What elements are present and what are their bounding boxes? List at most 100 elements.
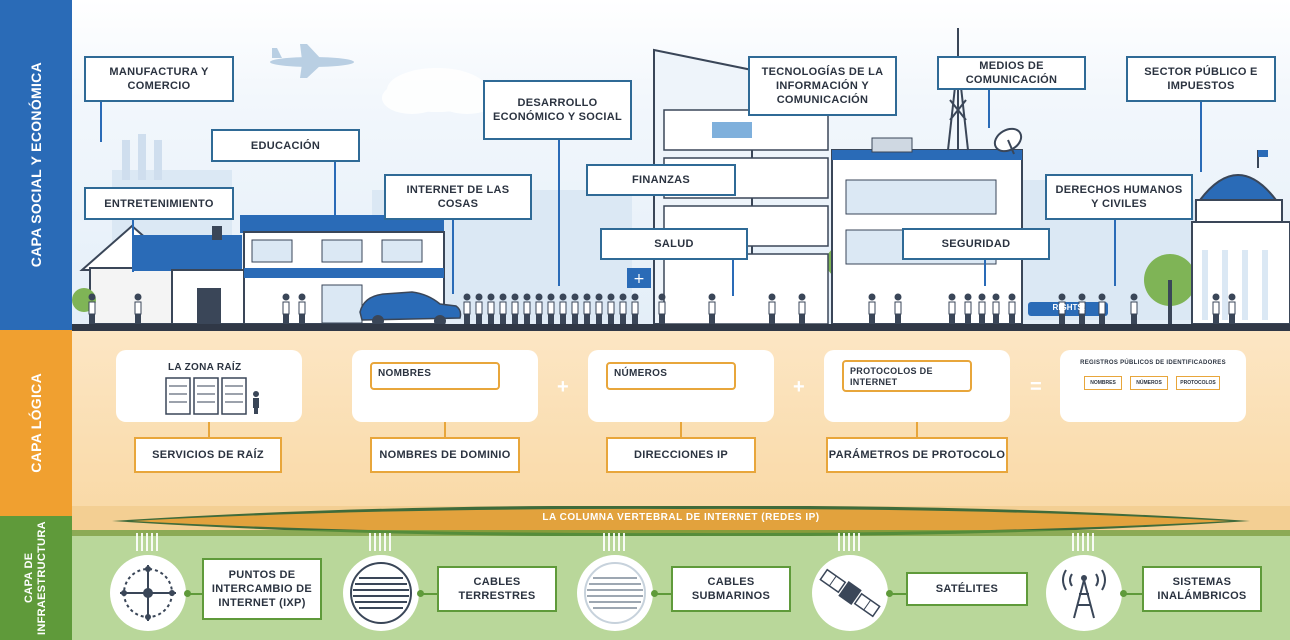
- link-submarinos: [653, 593, 671, 595]
- submarine-cable-circle: [577, 555, 653, 631]
- cable-drop-1: [136, 533, 160, 551]
- person-figure: [948, 293, 956, 324]
- link-satelites: [888, 593, 906, 595]
- dot-submarinos: [651, 590, 658, 597]
- registries-title: REGISTROS PÚBLICOS DE IDENTIFICADORES: [1080, 360, 1226, 366]
- label-medios: MEDIOS DE COMUNICACIÓN: [937, 56, 1086, 90]
- leader-educacion: [334, 162, 336, 224]
- plus-operator-2: +: [793, 376, 805, 398]
- dot-inalambricos: [1120, 590, 1127, 597]
- person-figure: [499, 293, 507, 324]
- logic-layer-title: CAPA LÓGICA: [27, 373, 44, 473]
- names-pill: NOMBRES: [370, 362, 500, 390]
- person-figure: [868, 293, 876, 324]
- person-figure: [1098, 293, 1106, 324]
- social-layer-band: CAPA SOCIAL Y ECONÓMICA: [0, 0, 72, 330]
- person-figure: [559, 293, 567, 324]
- social-layer-title: CAPA SOCIAL Y ECONÓMICA: [27, 62, 44, 268]
- label-derechos: DERECHOS HUMANOS Y CIVILES: [1045, 174, 1193, 220]
- label-tic: TECNOLOGÍAS DE LA INFORMACIÓN Y COMUNICA…: [748, 56, 897, 116]
- person-figure: [523, 293, 531, 324]
- dot-terrestres: [417, 590, 424, 597]
- infra-layer-band: CAPA DE INFRAESTRUCTURA: [0, 516, 72, 640]
- leader-manufactura: [100, 102, 102, 142]
- person-figure: [1228, 293, 1236, 324]
- label-submarinos: CABLES SUBMARINOS: [671, 566, 791, 612]
- person-figure: [1058, 293, 1066, 324]
- airplane-icon: [270, 44, 354, 78]
- cable-drop-5: [1072, 533, 1096, 551]
- label-seguridad: SEGURIDAD: [902, 228, 1050, 260]
- person-figure: [798, 293, 806, 324]
- label-salud: SALUD: [600, 228, 748, 260]
- person-figure: [535, 293, 543, 324]
- person-figure: [475, 293, 483, 324]
- cable-drop-2: [369, 533, 393, 551]
- cable-drop-3: [603, 533, 627, 551]
- label-inalambricos: SISTEMAS INALÁMBRICOS: [1142, 566, 1262, 612]
- backbone-title: LA COLUMNA VERTEBRAL DE INTERNET (REDES …: [542, 512, 820, 523]
- numbers-pill: NÚMEROS: [606, 362, 736, 390]
- label-nombres-dominio: NOMBRES DE DOMINIO: [370, 437, 520, 473]
- person-figure: [894, 293, 902, 324]
- mini-pill-numeros: NÚMEROS: [1130, 376, 1168, 390]
- person-figure: [631, 293, 639, 324]
- person-figure: [708, 293, 716, 324]
- person-figure: [768, 293, 776, 324]
- person-figure: [1130, 293, 1138, 324]
- mini-pill-protocolos: PROTOCOLOS: [1176, 376, 1220, 390]
- label-manufactura: MANUFACTURA Y COMERCIO: [84, 56, 234, 102]
- cable-drop-4: [838, 533, 862, 551]
- infra-layer-title: CAPA DE INFRAESTRUCTURA: [23, 521, 48, 635]
- label-ixp: PUNTOS DE INTERCAMBIO DE INTERNET (IXP): [202, 558, 322, 620]
- connector-protocols: [916, 422, 918, 437]
- logic-layer-band: CAPA LÓGICA: [0, 330, 72, 516]
- link-inalambricos: [1122, 593, 1142, 595]
- person-figure: [88, 293, 96, 324]
- leader-entretenimiento: [132, 220, 134, 272]
- label-servicios-raiz: SERVICIOS DE RAÍZ: [134, 437, 282, 473]
- label-entretenimiento: ENTRETENIMIENTO: [84, 187, 234, 220]
- equals-operator: =: [1030, 376, 1042, 398]
- label-educacion: EDUCACIÓN: [211, 129, 360, 162]
- label-desarrollo: DESARROLLO ECONÓMICO Y SOCIAL: [483, 80, 632, 140]
- rights-banner-text: RIGHTS!: [1052, 303, 1086, 312]
- person-figure: [607, 293, 615, 324]
- person-figure: [1008, 293, 1016, 324]
- leader-iot: [452, 220, 454, 294]
- leader-seguridad: [984, 260, 986, 286]
- person-figure: [571, 293, 579, 324]
- person-figure: [992, 293, 1000, 324]
- label-satelites: SATÉLITES: [906, 572, 1028, 606]
- person-figure: [463, 293, 471, 324]
- label-sector-publico: SECTOR PÚBLICO E IMPUESTOS: [1126, 56, 1276, 102]
- label-terrestres: CABLES TERRESTRES: [437, 566, 557, 612]
- label-direcciones-ip: DIRECCIONES IP: [606, 437, 756, 473]
- person-figure: [1078, 293, 1086, 324]
- dot-satelites: [886, 590, 893, 597]
- dot-ixp: [184, 590, 191, 597]
- person-figure: [134, 293, 142, 324]
- school-building: [240, 215, 445, 325]
- cloud-icon: [382, 68, 497, 114]
- leader-salud: [732, 260, 734, 296]
- label-finanzas: FINANZAS: [586, 164, 736, 196]
- dome-building-icon: [1191, 150, 1290, 325]
- wireless-circle: [1046, 555, 1122, 631]
- link-ixp: [186, 593, 202, 595]
- svg-text:+: +: [633, 271, 645, 287]
- person-figure: [1212, 293, 1220, 324]
- satellite-circle: [812, 555, 888, 631]
- person-figure: [595, 293, 603, 324]
- house-icon: [79, 224, 253, 325]
- person-figure: [619, 293, 627, 324]
- link-terrestres: [419, 593, 437, 595]
- person-figure: [964, 293, 972, 324]
- person-figure: [547, 293, 555, 324]
- leader-desarrollo: [558, 140, 560, 286]
- connector-root: [208, 422, 210, 437]
- leader-derechos: [1114, 220, 1116, 286]
- plus-operator-1: +: [557, 376, 569, 398]
- social-logic-divider: [72, 327, 1290, 331]
- person-figure: [511, 293, 519, 324]
